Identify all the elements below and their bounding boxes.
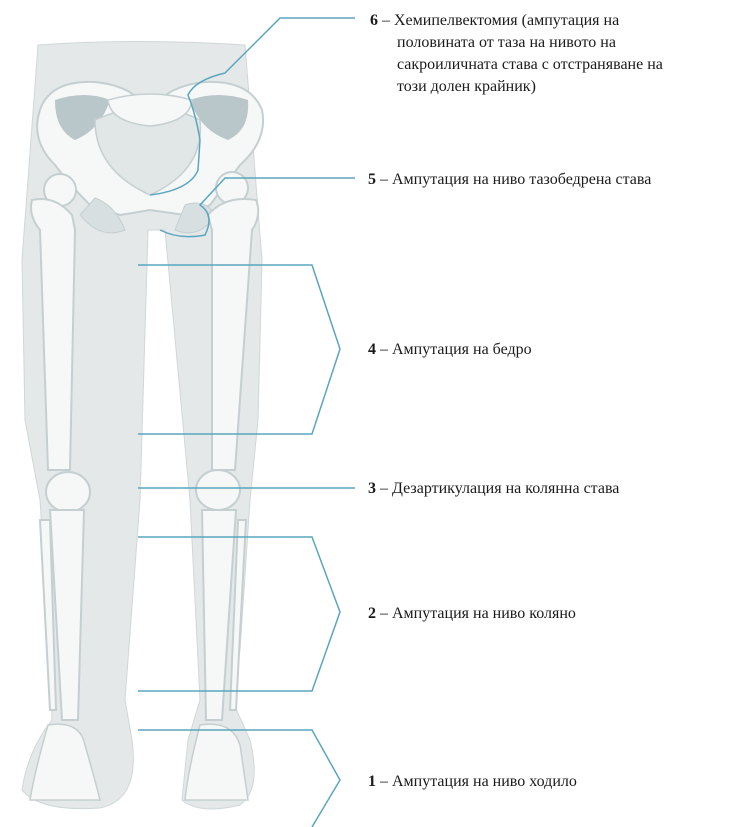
level-number: 4 bbox=[368, 341, 376, 358]
amputation-level-4-label: 4 – Ампутация на бедро bbox=[368, 339, 532, 361]
foot-bones bbox=[30, 724, 248, 800]
level-number: 5 bbox=[368, 171, 376, 188]
level-number: 6 bbox=[370, 12, 378, 29]
level-text: Ампутация на ниво коляно bbox=[392, 605, 576, 622]
amputation-level-3-label: 3 – Дезартикулация на колянна става bbox=[368, 478, 619, 500]
level-text: Ампутация на ниво тазобедрена става bbox=[392, 171, 651, 188]
amputation-level-5-label: 5 – Ампутация на ниво тазобедрена става bbox=[368, 169, 651, 191]
level-number: 1 bbox=[368, 773, 376, 790]
amputation-level-6-label: 6 – Хемипелвектомия (ампутация на полови… bbox=[370, 10, 730, 98]
level-text: Ампутация на ниво ходило bbox=[392, 773, 577, 790]
level-text-line-2: половината от таза на нивото на bbox=[370, 32, 730, 54]
level-number: 3 bbox=[368, 480, 376, 497]
level-text: Дезартикулация на колянна става bbox=[392, 480, 619, 497]
level-text: Ампутация на бедро bbox=[392, 341, 532, 358]
tibia-fibula-bones bbox=[40, 510, 246, 720]
amputation-level-1-label: 1 – Ампутация на ниво ходило bbox=[368, 771, 577, 793]
level-number: 2 bbox=[368, 605, 376, 622]
knee-joints bbox=[46, 470, 240, 512]
level-text-line-3: сакроиличната става с отстраняване на bbox=[370, 54, 730, 76]
amputation-level-2-label: 2 – Ампутация на ниво коляно bbox=[368, 603, 576, 625]
level-text-line-4: този долен крайник) bbox=[370, 76, 730, 98]
level-text-line-1: Хемипелвектомия (ампутация на bbox=[394, 12, 619, 29]
